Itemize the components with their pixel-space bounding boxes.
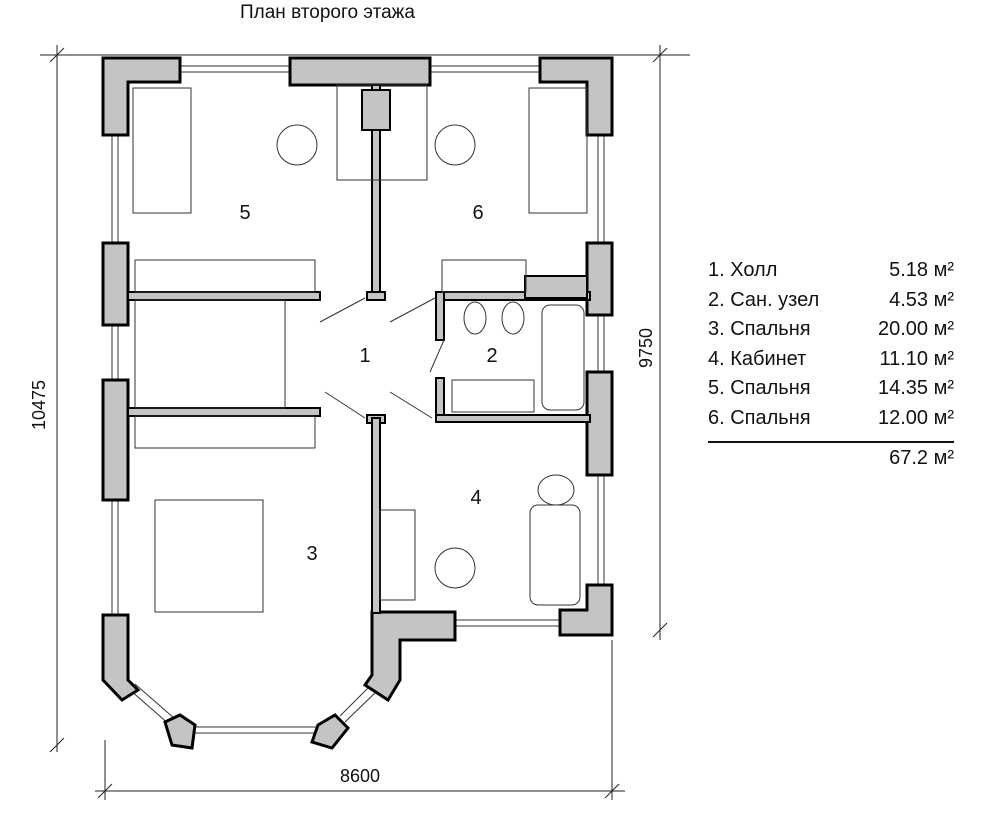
room-number-2: 2	[486, 345, 497, 367]
legend-row: 5. Спальня 14.35 м²	[708, 374, 954, 404]
room-name: 5. Спальня	[708, 377, 811, 399]
room-name: 6. Спальня	[708, 406, 811, 429]
bed-room5	[132, 87, 192, 214]
room-name: 2. Сан. узел	[708, 288, 820, 311]
legend-row: 6. Спальня 12.00 м²	[708, 404, 954, 434]
room-area: 12.00 м²	[877, 406, 954, 429]
bed-room6	[528, 87, 588, 214]
table-round	[537, 474, 575, 506]
legend-row: 2. Сан. узел 4.53 м²	[708, 286, 954, 316]
furniture	[132, 84, 588, 613]
wardrobe-room3	[134, 415, 316, 449]
chair-room5	[276, 124, 318, 166]
dimension-lines	[40, 45, 690, 800]
double-bed	[154, 499, 264, 613]
room-name: 1. Холл	[708, 259, 778, 281]
dim-height-right: 9750	[636, 328, 656, 368]
dim-width: 8600	[340, 766, 380, 786]
plan-title: План второго этажа	[240, 2, 415, 23]
room-area: 4.53 м²	[889, 288, 954, 311]
dim-height-left: 10475	[29, 380, 49, 430]
desk-room4	[379, 509, 416, 601]
room-area: 5.18 м²	[889, 259, 954, 281]
room-name: 3. Спальня	[708, 318, 811, 340]
area-legend: 1. Холл 5.18 м² 2. Сан. узел 4.53 м² 3. Сп…	[708, 256, 954, 470]
legend-row: 4. Кабинет 11.10 м²	[708, 345, 954, 375]
chair-room4	[434, 547, 476, 589]
room-area: 20.00 м²	[877, 318, 954, 340]
room-number-1: 1	[359, 345, 370, 367]
wardrobe-room5	[134, 259, 316, 293]
bathtub	[541, 304, 585, 411]
room-name: 4. Кабинет	[708, 347, 807, 370]
legend-divider	[708, 441, 954, 443]
room-number-4: 4	[470, 487, 481, 509]
legend-total: 67.2 м²	[889, 447, 954, 469]
wardrobe-room6	[441, 259, 527, 293]
room-number-5: 5	[239, 202, 250, 224]
room-number-3: 3	[306, 543, 317, 565]
windows	[111, 65, 605, 734]
room-area: 11.10 м²	[879, 347, 954, 370]
legend-row: 3. Спальня 20.00 м²	[708, 315, 954, 345]
desks	[336, 84, 428, 181]
sink-counter	[451, 379, 535, 413]
sofa	[529, 504, 581, 606]
legend-row: 1. Холл 5.18 м²	[708, 256, 954, 286]
room-number-6: 6	[472, 202, 483, 224]
toilet	[463, 301, 487, 335]
bidet	[501, 301, 525, 335]
exterior-walls	[101, 56, 614, 750]
room-area: 14.35 м²	[877, 377, 954, 399]
staircase	[134, 299, 286, 409]
chair-room6	[434, 124, 476, 166]
